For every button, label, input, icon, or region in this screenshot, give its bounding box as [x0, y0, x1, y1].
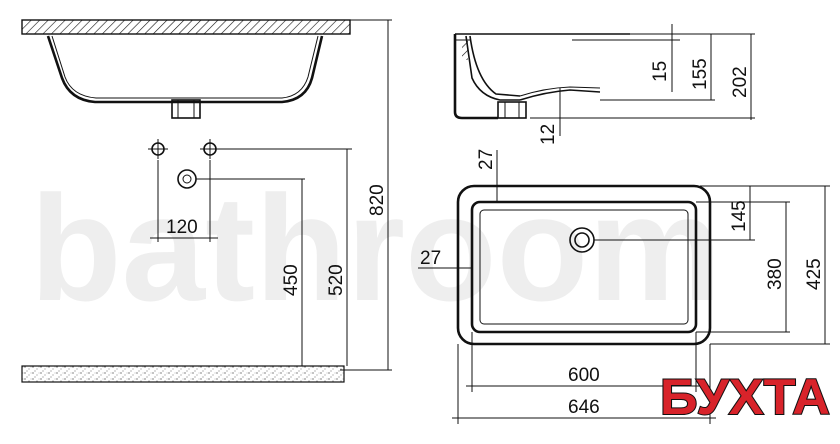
dim-drain-height: 450 — [281, 264, 302, 296]
dim-rim-width-side: 27 — [420, 248, 441, 269]
section-drain — [497, 101, 527, 119]
drain-outlet — [171, 99, 201, 119]
brand-logo: БУХТА — [660, 369, 830, 425]
dim-hole-spacing: 120 — [166, 217, 198, 238]
basin-outline — [46, 35, 324, 104]
dim-rim-thickness: 15 — [650, 61, 671, 82]
floor-section — [21, 365, 345, 383]
dim-outer-depth: 425 — [804, 258, 825, 290]
dim-overall-depth: 202 — [730, 66, 751, 98]
watermark-text: bathroom — [30, 164, 722, 332]
tap-hole-right — [200, 139, 220, 159]
tap-hole-left — [148, 139, 168, 159]
basin-inner-bowl — [470, 200, 698, 334]
dim-tap-height: 520 — [326, 264, 347, 296]
dim-drain-from-back: 145 — [729, 200, 750, 232]
front-view: 120 450 520 820 — [21, 19, 392, 383]
dim-drain-offset: 12 — [538, 124, 559, 145]
basin-outer-rim — [456, 184, 712, 346]
countertop-section — [21, 19, 351, 35]
section-outer-wall — [453, 34, 498, 120]
dim-bowl-depth: 155 — [690, 58, 711, 90]
dim-inner-depth: 380 — [765, 258, 786, 290]
top-view: 27 27 145 380 425 600 646 — [418, 149, 830, 424]
side-section-view: 15 155 202 12 — [453, 24, 755, 145]
dim-inner-width: 600 — [568, 365, 600, 386]
dim-outer-width: 646 — [568, 397, 600, 418]
dim-total-height: 820 — [367, 184, 388, 216]
dim-rim-width-top: 27 — [476, 149, 497, 170]
